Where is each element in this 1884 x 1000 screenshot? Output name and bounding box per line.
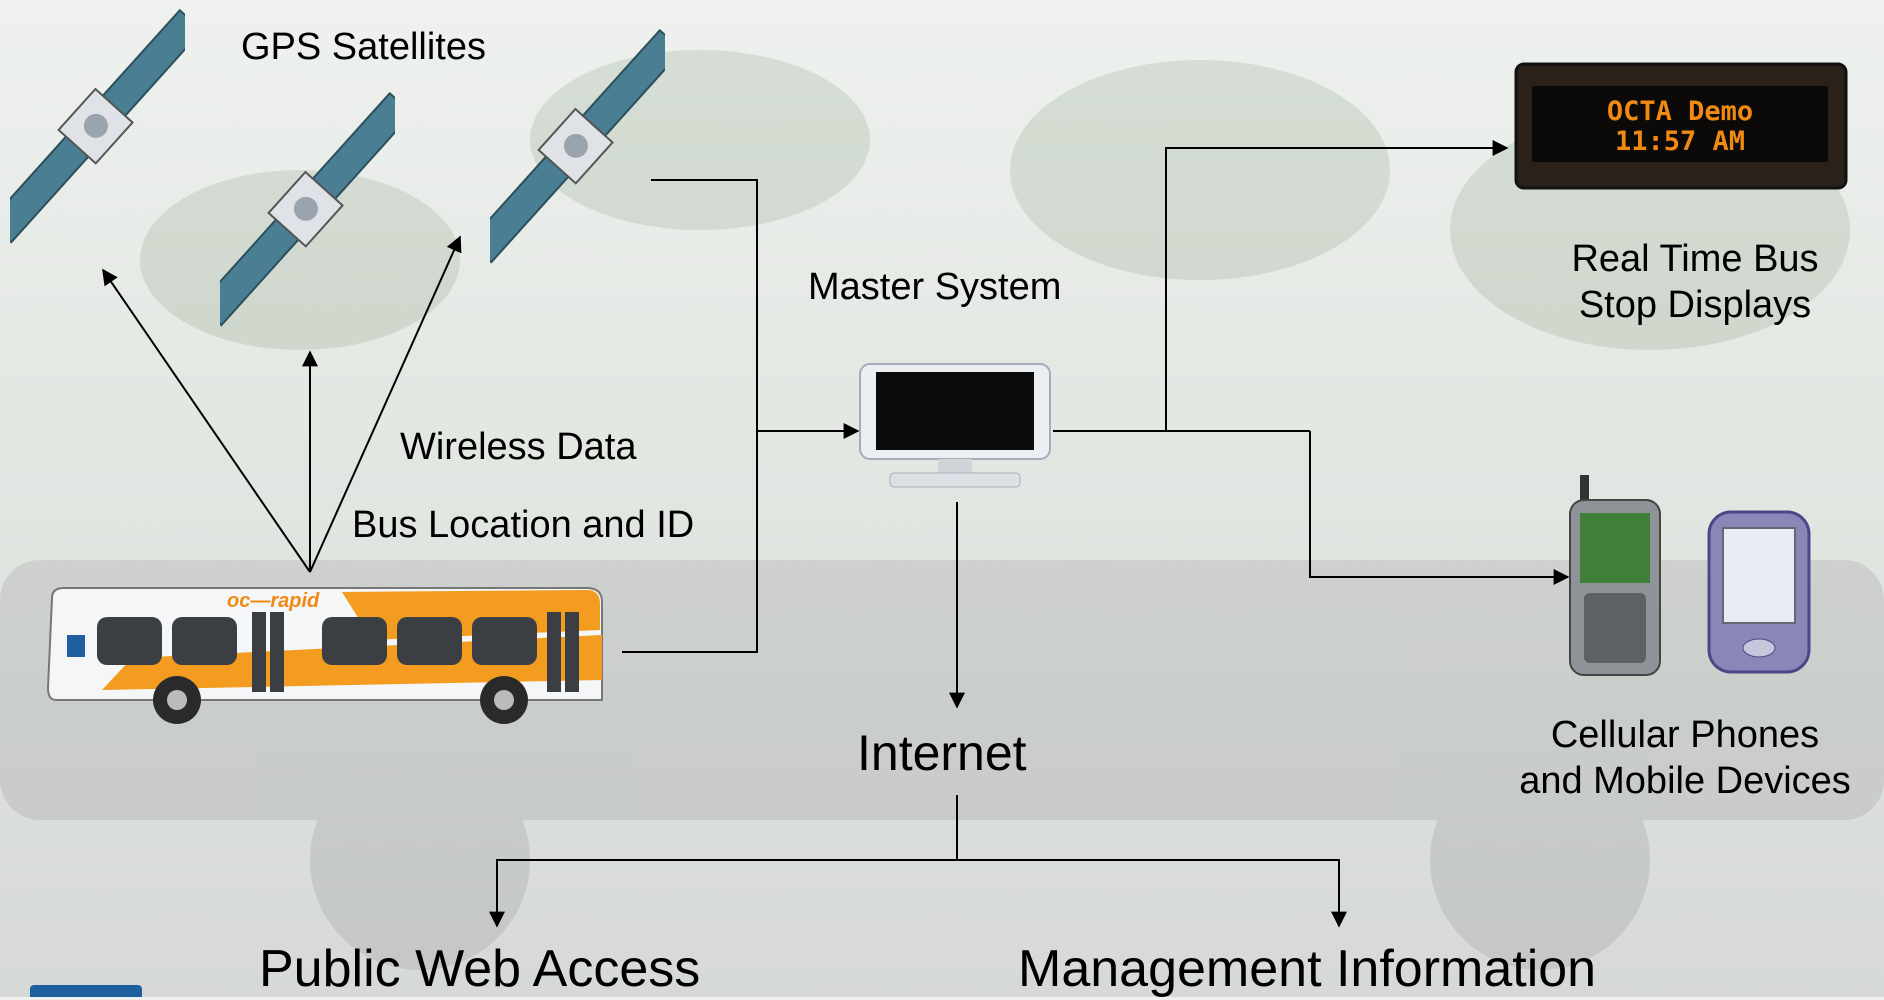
- satellite-icon-right: [490, 28, 665, 264]
- management-information-label: Management Information: [1018, 940, 1597, 998]
- bus-location-label: Bus Location and ID: [352, 504, 695, 546]
- master-system-label: Master System: [808, 266, 1062, 308]
- line-satellite-to-master: [651, 179, 758, 431]
- satellite-icon-center: [220, 91, 395, 327]
- mobile-devices-label-line-2: and Mobile Devices: [1519, 759, 1851, 802]
- display-line-2: 11:57 AM: [1615, 126, 1745, 157]
- bus-livery-text: oc—rapid: [227, 590, 320, 612]
- bus-stop-display-label-line-1: Real Time Bus: [1571, 238, 1819, 280]
- corner-logo: [30, 985, 142, 997]
- arrow-to-bus-stop-display: [1165, 140, 1509, 431]
- smartphone-icon: [1569, 475, 1661, 676]
- arrow-to-management: [957, 859, 1347, 928]
- bus-icon: oc—rapid: [46, 587, 603, 724]
- gps-satellites-label: GPS Satellites: [241, 26, 486, 68]
- display-line-1: OCTA Demo: [1607, 96, 1753, 127]
- arrow-to-mobile-devices: [1309, 431, 1570, 585]
- line-bus-to-master: [622, 431, 758, 653]
- bus-stop-display-label-line-2: Stop Displays: [1578, 283, 1812, 326]
- satellite-icon-left: [10, 8, 185, 244]
- mobile-devices-label: Cellular Phones and Mobile Devices: [1490, 713, 1880, 804]
- arrow-bus-to-satellite-right: [309, 235, 462, 573]
- pda-icon: [1707, 510, 1811, 674]
- bus-stop-display-label: Real Time Bus Stop Displays: [1520, 237, 1870, 328]
- wireless-data-label: Wireless Data: [400, 426, 637, 468]
- arrow-bus-to-satellite-left: [102, 268, 311, 573]
- internet-label: Internet: [857, 725, 1027, 781]
- bus-stop-display-icon: OCTA Demo 11:57 AM: [1514, 62, 1848, 190]
- computer-monitor-icon: [859, 363, 1051, 488]
- arrow-to-public-web: [489, 859, 957, 928]
- public-web-access-label: Public Web Access: [259, 940, 701, 998]
- mobile-devices-label-line-1: Cellular Phones: [1550, 714, 1820, 756]
